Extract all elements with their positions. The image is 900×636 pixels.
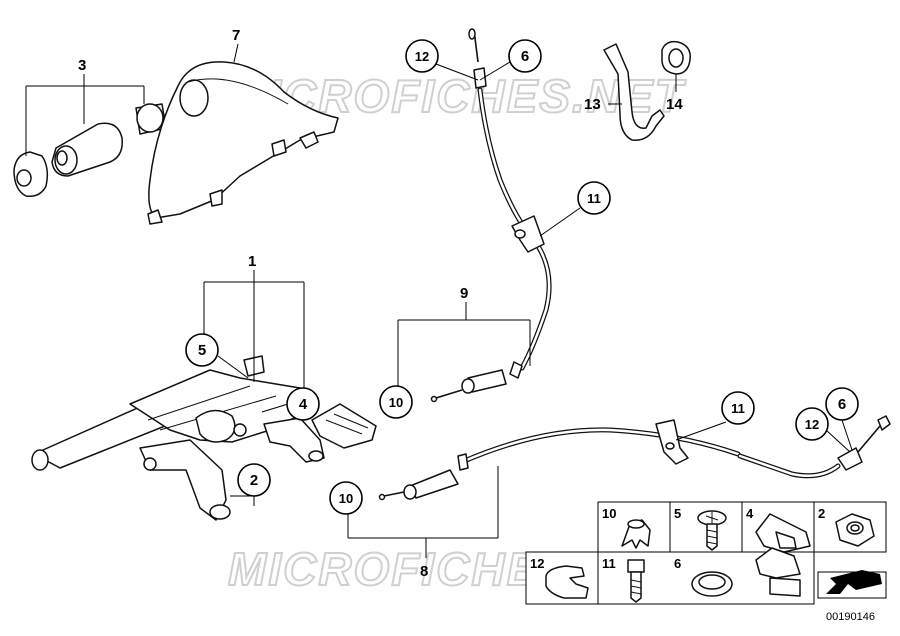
legend-arrow-icon <box>817 570 887 599</box>
callout-10b-circle <box>329 481 363 515</box>
callout-11a-leader <box>539 207 581 237</box>
callout-11b-circle <box>721 391 755 425</box>
legend-seal-ring-6 <box>691 571 733 597</box>
callout-6b-circle <box>825 387 859 421</box>
callout-10a[interactable]: 10 <box>389 395 403 410</box>
callout-12a-circle <box>405 39 439 73</box>
callout-12a[interactable]: 12 <box>415 49 429 64</box>
legend-cable-clip-4 <box>755 513 811 597</box>
callout-6b-leader <box>841 419 853 451</box>
legend-clip-nut-10 <box>621 519 651 549</box>
callout-4[interactable]: 4 <box>299 396 308 413</box>
callout-5[interactable]: 5 <box>198 342 206 359</box>
legend-label-11[interactable]: 11 <box>602 556 616 571</box>
callout-6a-leader <box>479 61 511 81</box>
callout-6a[interactable]: 6 <box>521 48 529 65</box>
callout-14[interactable]: 14 <box>666 96 683 113</box>
callout-3-leader <box>25 74 145 156</box>
lower-cable-part <box>378 415 891 501</box>
legend-label-12[interactable]: 12 <box>530 556 544 571</box>
callout-3[interactable]: 3 <box>78 57 86 74</box>
callout-2-circle <box>237 463 271 497</box>
legend-screw-5 <box>697 510 727 551</box>
callout-4-circle <box>286 387 320 421</box>
callout-11a-circle <box>577 181 611 215</box>
callout-9-leader <box>397 302 531 386</box>
bracket-clip-part <box>603 40 691 141</box>
callout-12b-circle <box>795 407 829 441</box>
callout-8-leader <box>347 466 499 558</box>
callout-12a-leader <box>435 63 479 81</box>
legend-label-2[interactable]: 2 <box>818 506 825 521</box>
callout-9[interactable]: 9 <box>460 285 468 302</box>
callout-12b-leader <box>825 429 851 453</box>
callout-8[interactable]: 8 <box>420 563 428 580</box>
callout-11a[interactable]: 11 <box>587 191 601 206</box>
callout-7-leader <box>233 43 239 63</box>
callout-5-leader <box>217 355 249 379</box>
callout-7[interactable]: 7 <box>232 27 240 44</box>
callout-5-circle <box>185 333 219 367</box>
legend-bolt-11 <box>627 559 645 603</box>
handbrake-cover-part <box>147 61 339 225</box>
callout-6b[interactable]: 6 <box>838 396 846 413</box>
legend-hex-nut-2 <box>835 513 875 547</box>
callout-2[interactable]: 2 <box>250 472 258 489</box>
upper-cable-part <box>430 28 552 403</box>
callout-6a-circle <box>508 39 542 73</box>
callout-4-leader <box>261 403 289 413</box>
callout-1[interactable]: 1 <box>248 253 256 270</box>
callout-13[interactable]: 13 <box>584 96 601 113</box>
legend-label-5[interactable]: 5 <box>674 506 681 521</box>
callout-12b[interactable]: 12 <box>805 417 819 432</box>
diagram-code: 00190146 <box>826 611 875 623</box>
callout-10a-circle <box>379 385 413 419</box>
legend-label-10[interactable]: 10 <box>602 506 616 521</box>
callout-11b[interactable]: 11 <box>731 401 745 416</box>
grip-sleeve-part <box>13 103 167 198</box>
legend-label-4[interactable]: 4 <box>746 506 754 521</box>
legend-label-6[interactable]: 6 <box>674 556 681 571</box>
legend-retaining-clip-12 <box>545 565 589 599</box>
handbrake-lever-part <box>31 355 377 521</box>
callout-10b[interactable]: 10 <box>339 491 353 506</box>
callout-11b-leader <box>675 421 727 441</box>
